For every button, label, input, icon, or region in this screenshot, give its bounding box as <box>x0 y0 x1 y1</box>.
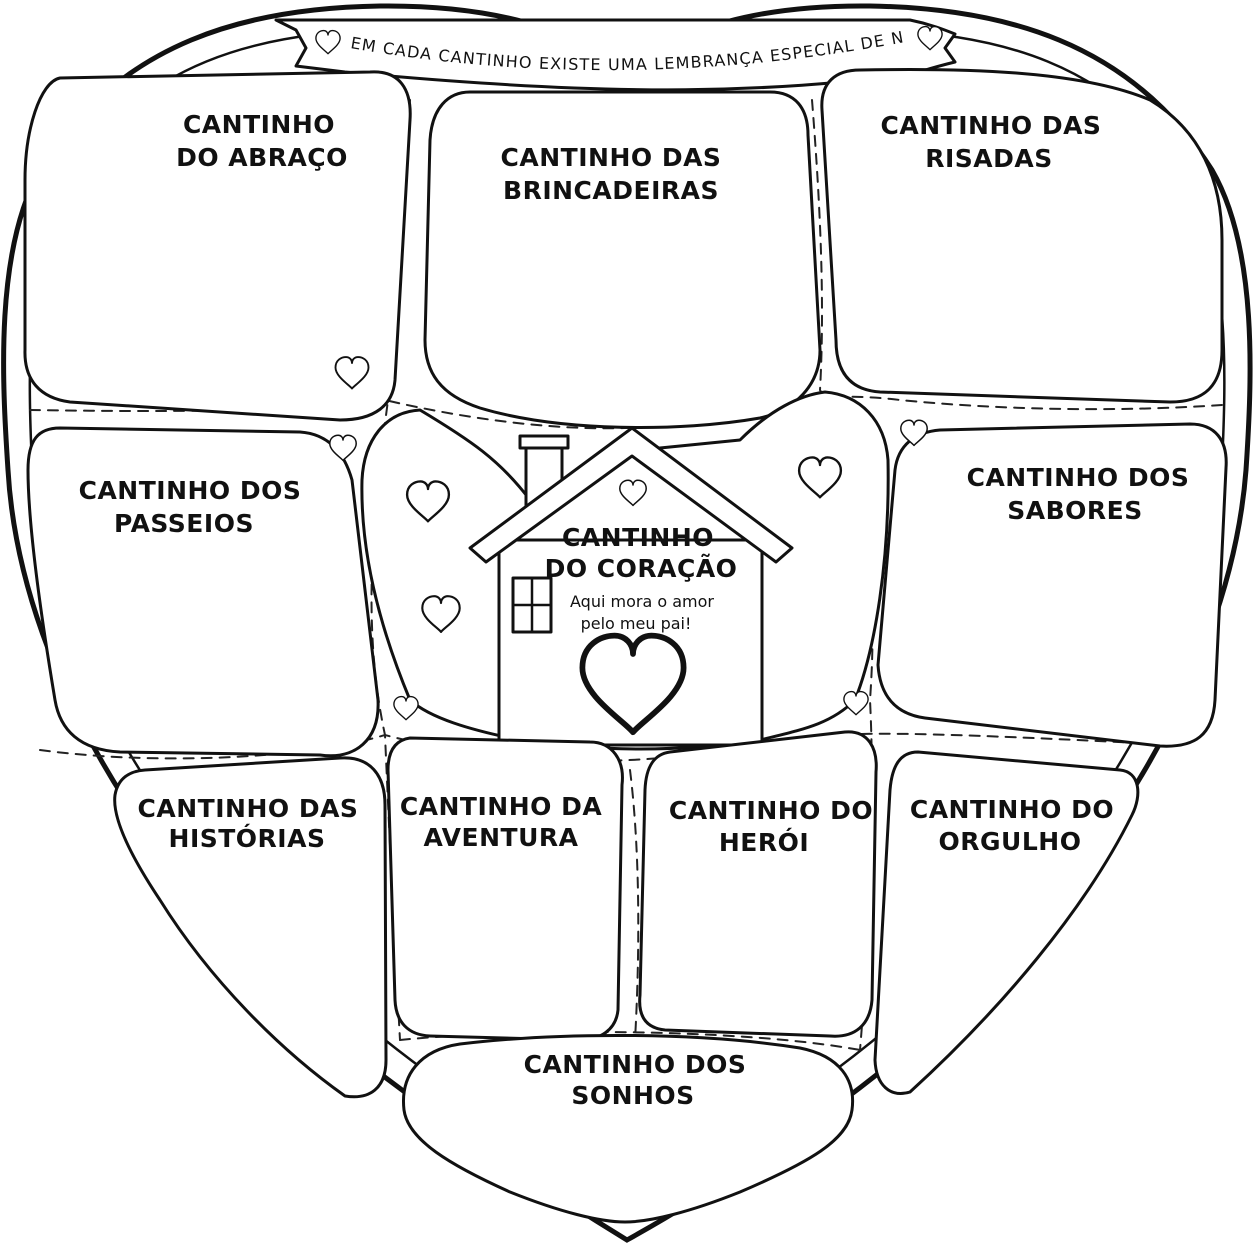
region-risadas <box>820 67 1224 404</box>
label-coracao-1: CANTINHO <box>562 523 714 552</box>
label-sabores-1: CANTINHO DOS <box>967 463 1190 492</box>
label-orgulho-2: ORGULHO <box>939 827 1082 856</box>
house-caption-2: pelo meu pai! <box>581 614 692 633</box>
label-sonhos-2: SONHOS <box>571 1081 694 1110</box>
label-aventura-2: AVENTURA <box>424 823 579 852</box>
label-brincadeiras-1: CANTINHO DAS <box>501 143 722 172</box>
house-roof <box>468 426 794 564</box>
house-icon <box>468 426 794 747</box>
label-passeios-2: PASSEIOS <box>114 509 254 538</box>
region-sonhos <box>402 1033 855 1224</box>
region-sabores <box>876 422 1228 748</box>
region-brincadeiras <box>423 90 822 429</box>
label-risadas-1: CANTINHO DAS <box>881 111 1102 140</box>
label-historias-1: CANTINHO DAS <box>138 794 359 823</box>
label-sabores-2: SABORES <box>1007 496 1143 525</box>
region-historias <box>113 756 388 1099</box>
label-risadas-2: RISADAS <box>925 144 1053 173</box>
label-heroi-1: CANTINHO DO <box>669 796 873 825</box>
label-orgulho-1: CANTINHO DO <box>910 795 1114 824</box>
label-passeios-1: CANTINHO DOS <box>79 476 302 505</box>
label-aventura-1: CANTINHO DA <box>400 792 603 821</box>
chimney-top <box>518 434 570 450</box>
label-brincadeiras-2: BRINCADEIRAS <box>503 176 719 205</box>
label-abraco-1: CANTINHO <box>183 110 335 139</box>
region-orgulho <box>873 750 1140 1095</box>
label-historias-2: HISTÓRIAS <box>169 823 326 853</box>
region-aventura <box>386 736 624 1042</box>
region-heroi <box>638 730 878 1038</box>
region-passeios <box>26 426 380 758</box>
label-sonhos-1: CANTINHO DOS <box>524 1050 747 1079</box>
label-coracao-2: DO CORAÇÃO <box>545 554 738 583</box>
house-caption-1: Aqui mora o amor <box>570 592 714 611</box>
region-abraco <box>23 70 412 422</box>
label-heroi-2: HERÓI <box>719 827 809 857</box>
label-abraco-2: DO ABRAÇO <box>176 143 348 172</box>
